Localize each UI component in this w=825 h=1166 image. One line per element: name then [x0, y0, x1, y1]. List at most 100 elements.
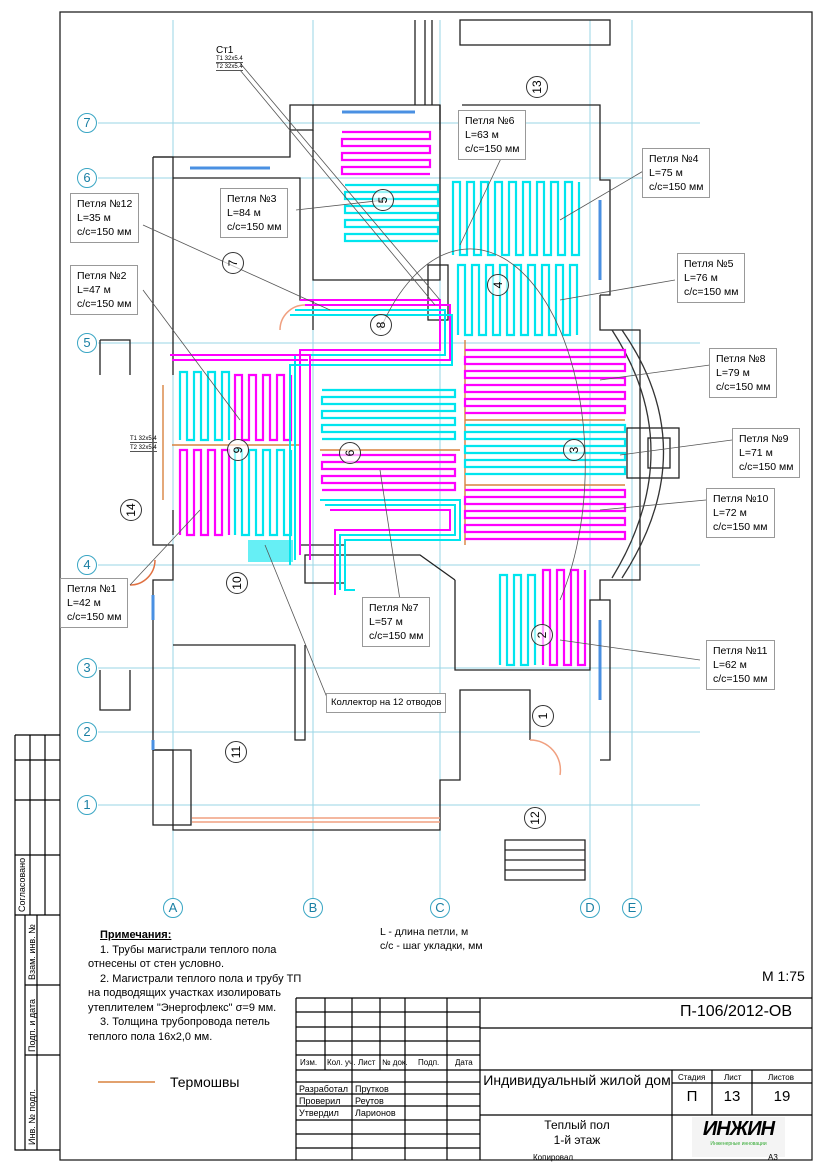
heating-loop-pipe	[463, 488, 627, 541]
notes-title: Примечания:	[100, 929, 172, 941]
loop-spacing: c/c=150 мм	[713, 521, 768, 533]
loop-length: L=35 м	[77, 212, 111, 224]
hdr-kol: Кол. уч.	[327, 1058, 356, 1067]
heating-loop-pipe	[340, 130, 432, 176]
loop-spacing: c/c=150 мм	[77, 298, 132, 310]
sheet-title-2: 1-й этаж	[553, 1133, 601, 1147]
room-7: 7	[222, 252, 244, 274]
loop-length: L=75 м	[649, 167, 683, 179]
axis-col-c: C	[430, 898, 450, 918]
loop-name: Петля №6	[465, 115, 515, 127]
stamp-vzam: Взам. инв. №	[27, 924, 37, 980]
title-block-grid	[14, 734, 812, 1160]
company-logo: ИНЖИН Инженерные инновации	[692, 1117, 785, 1157]
logo-subtitle: Инженерные инновации	[710, 1141, 767, 1147]
heating-loop-pipe	[320, 388, 457, 441]
loop-name: Петля №8	[716, 353, 766, 365]
hdr-izm: Изм.	[300, 1058, 318, 1067]
legend-termoshvy: Термошвы	[170, 1074, 240, 1090]
loop-length: L=84 м	[227, 207, 261, 219]
name-developer: Прутков	[355, 1084, 389, 1094]
loop-name: Петля №11	[713, 645, 768, 657]
axis-row-6: 6	[77, 168, 97, 188]
axis-row-1: 1	[77, 795, 97, 815]
heating-loop-pipe	[456, 263, 579, 337]
stamp-podp: Подп. и дата	[27, 998, 37, 1052]
loop-spacing: c/c=150 мм	[716, 381, 771, 393]
room-4: 4	[487, 274, 509, 296]
axis-col-d: D	[580, 898, 600, 918]
role-developer: Разработал	[299, 1084, 348, 1094]
walls	[59, 11, 813, 1161]
hdr-list: Лист	[358, 1058, 376, 1067]
hdr-date: Дата	[455, 1058, 473, 1067]
sheets-value: 19	[773, 1088, 791, 1105]
loop-name: Петля №4	[649, 153, 699, 165]
note-1-cont: отнесены от стен условно.	[88, 958, 225, 970]
door-arcs	[129, 304, 562, 823]
note-2-cont2: утеплителем "Энергофлекс" σ=9 мм.	[88, 1001, 277, 1014]
name-approver: Ларионов	[355, 1108, 396, 1118]
axis-col-a: A	[163, 898, 183, 918]
loop-spacing: c/c=150 мм	[77, 226, 132, 238]
heating-loop-pipe	[343, 183, 440, 243]
loop-length: L=71 м	[739, 447, 773, 459]
room-5: 5	[372, 189, 394, 211]
loop-spacing: c/c=150 мм	[739, 461, 794, 473]
axis-col-e: E	[622, 898, 642, 918]
heating-loop-pipe	[541, 568, 587, 667]
heating-loop-pipe	[463, 348, 627, 415]
loop-name: Петля №12	[77, 198, 133, 210]
room-10: 10	[226, 572, 248, 594]
riser-t1: Т1 32x5.4	[216, 56, 243, 63]
loop-name: Петля №3	[227, 193, 277, 205]
role-checker: Проверил	[299, 1096, 341, 1106]
room-3: 3	[563, 439, 585, 461]
room-2: 2	[531, 624, 553, 646]
note-1: 1. Трубы магистрали теплого пола	[100, 943, 277, 956]
sheet-label: Лист	[724, 1073, 742, 1082]
room-14: 14	[120, 499, 142, 521]
axis-row-7: 7	[77, 113, 97, 133]
collector-label: Коллектор на 12 отводов	[326, 693, 447, 713]
axis-row-2: 2	[77, 722, 97, 742]
loop-spacing: c/c=150 мм	[465, 143, 520, 155]
room-12: 12	[524, 807, 546, 829]
sheet-title-1: Теплый пол	[544, 1118, 610, 1132]
axis-row-3: 3	[77, 658, 97, 678]
loop-name: Петля №9	[739, 433, 789, 445]
heating-loop-pipe	[233, 373, 293, 442]
room-6: 6	[339, 442, 361, 464]
note-2-cont: на подводящих участках изолировать	[88, 987, 281, 999]
loop-label-9: Петля №9 L=71 м c/c=150 мм	[732, 428, 801, 478]
loop-spacing: c/c=150 мм	[67, 611, 122, 623]
heating-loop-pipe	[178, 448, 231, 537]
format-label: А3	[768, 1153, 778, 1162]
axis-row-4: 4	[77, 555, 97, 575]
stage-value: П	[686, 1088, 698, 1105]
sheet-value: 13	[723, 1088, 741, 1105]
riser-name: Ст1	[216, 45, 234, 56]
room-13: 13	[526, 76, 548, 98]
loop-length: L=57 м	[369, 616, 403, 628]
axis-col-b: B	[303, 898, 323, 918]
heating-loop-pipe	[463, 423, 627, 476]
project-name: Индивидуальный жилой дом	[483, 1072, 671, 1088]
riser2-t2: Т2 32x5.4	[130, 445, 157, 452]
riser-t2: Т2 32x5.4	[216, 64, 243, 71]
heating-loop-pipe	[233, 448, 293, 537]
scale: М 1:75	[762, 968, 805, 984]
loop-name: Петля №10	[713, 493, 769, 505]
name-checker: Реутов	[355, 1096, 384, 1106]
axis-row-5: 5	[77, 333, 97, 353]
stage-label: Стадия	[678, 1073, 706, 1082]
hdr-podp: Подп.	[418, 1058, 440, 1067]
